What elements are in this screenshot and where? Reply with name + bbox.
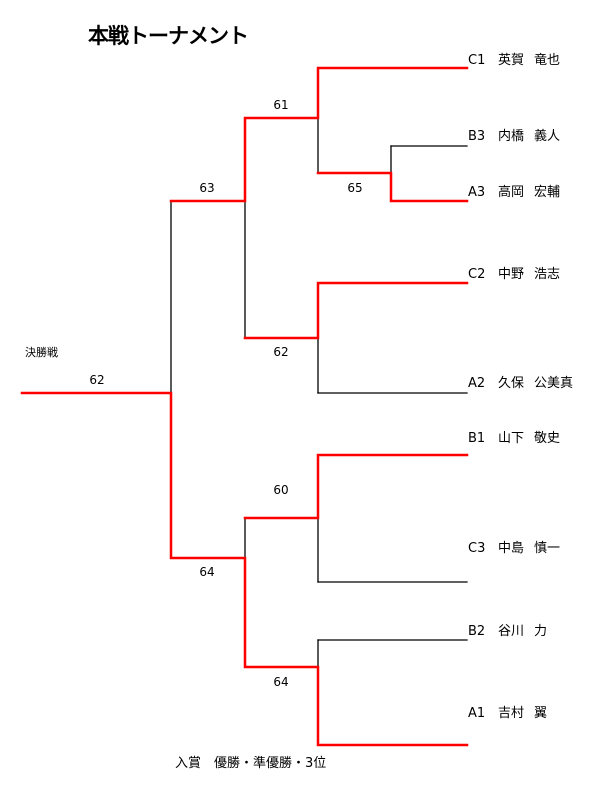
player-entry: A2 久保公美真: [468, 372, 573, 391]
player-entry: C2 中野浩志: [468, 263, 560, 282]
player-seed: B2: [468, 624, 486, 639]
player-seed: B3: [468, 129, 486, 144]
player-seed: A3: [468, 185, 486, 200]
player-entry: B3 内橋義人: [468, 125, 560, 144]
player-entry: C3 中島慎一: [468, 537, 560, 556]
score-sf1: 63: [199, 181, 215, 195]
player-family-name: 中島: [498, 541, 525, 556]
player-family-name: 山下: [498, 431, 525, 446]
player-given-name: 宏輔: [534, 185, 561, 200]
player-seed: A2: [468, 376, 486, 391]
page-title: 本戦トーナメント: [88, 24, 249, 48]
player-seed: C3: [468, 541, 486, 556]
player-given-name: 力: [534, 624, 548, 639]
player-family-name: 英賀: [498, 53, 525, 68]
player-seed: B1: [468, 431, 486, 446]
winner-path-a3: [316, 171, 469, 203]
score-qf1: 61: [273, 98, 289, 112]
player-family-name: 中野: [498, 267, 525, 282]
player-family-name: 久保: [498, 376, 525, 391]
player-seed: C2: [468, 267, 486, 282]
player-entry: B2 谷川力: [468, 620, 547, 639]
player-family-name: 内橋: [498, 129, 525, 144]
player-given-name: 義人: [534, 129, 561, 144]
prize-note: 入賞 優勝・準優勝・3位: [175, 756, 327, 771]
player-entry: A1 吉村翼: [468, 702, 547, 721]
score-sf2: 64: [199, 565, 215, 579]
player-given-name: 敬史: [534, 431, 561, 446]
player-entry: A3 高岡宏輔: [468, 181, 560, 200]
player-given-name: 公美真: [534, 376, 574, 391]
player-seed: A1: [468, 706, 486, 721]
score-qf4: 64: [273, 675, 289, 689]
player-family-name: 吉村: [498, 706, 525, 721]
winner-path-c2: [243, 281, 469, 340]
player-given-name: 竜也: [534, 53, 561, 68]
score-r1: 65: [347, 181, 363, 195]
score-final: 62: [89, 373, 105, 387]
winner-path-final: [20, 391, 469, 747]
player-entry: C1 英賀竜也: [468, 49, 560, 68]
winner-path-b1: [243, 453, 469, 520]
player-family-name: 高岡: [498, 185, 525, 200]
player-seed: C1: [468, 53, 486, 68]
player-given-name: 慎一: [534, 541, 561, 556]
player-family-name: 谷川: [498, 624, 525, 639]
winner-path-c1: [169, 66, 469, 203]
player-entry: B1 山下敬史: [468, 427, 560, 446]
score-qf2: 62: [273, 345, 289, 359]
player-given-name: 浩志: [534, 267, 561, 282]
player-given-name: 翼: [534, 706, 548, 721]
score-qf3: 60: [273, 483, 289, 497]
final-label: 決勝戦: [25, 346, 58, 359]
